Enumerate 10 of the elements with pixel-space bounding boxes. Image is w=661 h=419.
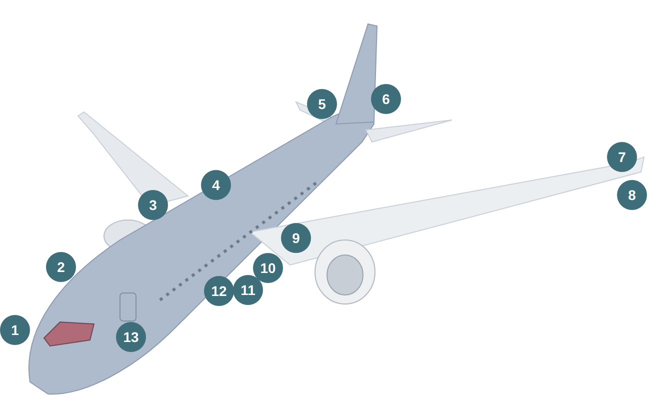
callout-number: 11: [233, 275, 263, 305]
callout-number: 8: [617, 180, 647, 210]
callout-number: 5: [307, 89, 337, 119]
callout-number: 2: [46, 252, 76, 282]
callout-number: 1: [0, 315, 30, 345]
callout-number: 4: [201, 170, 231, 200]
callout-number: 7: [607, 142, 637, 172]
callout-number: 10: [253, 253, 283, 283]
callout-number: 12: [204, 276, 234, 306]
callout-number: 6: [371, 84, 401, 114]
